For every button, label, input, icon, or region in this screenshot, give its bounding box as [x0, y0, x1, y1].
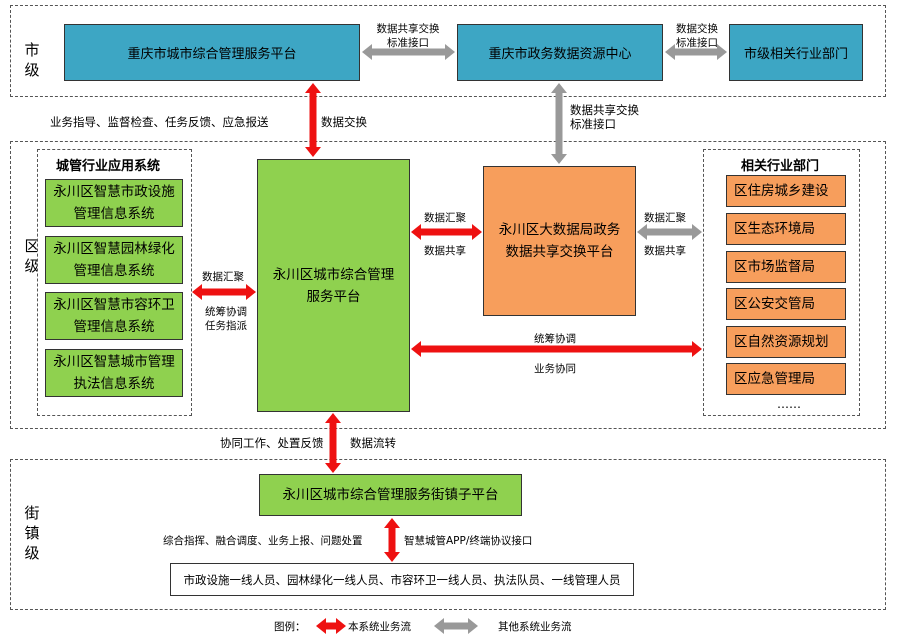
bigdata-link-top-label: 数据汇聚 [424, 212, 466, 224]
street-level-region [10, 459, 886, 610]
depts-link-top-label: 数据汇聚 [644, 212, 686, 224]
dept-box: 区自然资源规划 [726, 326, 846, 358]
city-level-label: 市级 [24, 41, 40, 79]
bigdata-platform-box: 永川区大数据局政务数据共享交换平台 [483, 166, 636, 316]
dept-box: 区公安交管局 [726, 288, 846, 320]
street-subplatform-box: 永川区城市综合管理服务街镇子平台 [259, 474, 522, 516]
app-system-box: 永川区智慧城市管理执法信息系统 [45, 349, 183, 397]
long-link-bottom-label: 业务协同 [534, 363, 576, 375]
depts-more: …… [777, 397, 801, 411]
platform-depts-arrow [411, 341, 702, 357]
datacenter-bigdata-arrow [551, 83, 567, 164]
long-link-top-label: 统筹协调 [534, 333, 576, 345]
street-staff-arrow [384, 518, 400, 562]
district-platform-box: 永川区城市综合管理服务平台 [257, 159, 410, 412]
district-street-arrow [325, 413, 341, 473]
gray-interface-label: 数据共享交换标准接口 [570, 103, 639, 131]
street-left-label: 综合指挥、融合调度、业务上报、问题处置 [163, 535, 363, 547]
district-level-label: 区级 [24, 237, 40, 275]
legend-label: 图例： [274, 621, 306, 633]
legend-gray-arrow [434, 618, 478, 634]
data-flow-label: 数据流转 [350, 436, 396, 450]
apps-link-bottom-label: 统筹协调任务指派 [205, 306, 247, 332]
city-exchange-arrow [362, 44, 455, 60]
data-exchange-label: 数据交换 [321, 115, 367, 129]
app-system-box: 永川区智慧市政设施管理信息系统 [45, 179, 183, 227]
apps-link-top-label: 数据汇聚 [202, 271, 244, 283]
city-level-region [10, 5, 886, 97]
dept-box: 区住房城乡建设 [726, 175, 846, 207]
depts-panel-title: 相关行业部门 [741, 159, 820, 174]
apps-platform-arrow [192, 284, 256, 300]
dept-box: 区生态环境局 [726, 213, 846, 245]
city-platform-box: 重庆市城市综合管理服务平台 [64, 24, 360, 81]
apps-panel-title: 城管行业应用系统 [56, 159, 161, 174]
depts-link-bottom-label: 数据共享 [644, 245, 686, 257]
district-level-region [10, 141, 886, 429]
street-right-label: 智慧城管APP/终端协议接口 [404, 535, 533, 547]
dept-box: 区市场监督局 [726, 251, 846, 283]
legend-gray-text: 其他系统业务流 [498, 621, 572, 633]
city-industry-box: 市级相关行业部门 [729, 24, 863, 81]
platform-bigdata-arrow [411, 224, 482, 240]
city-link2-label: 数据交换标准接口 [676, 23, 718, 49]
frontline-staff-box: 市政设施一线人员、园林绿化一线人员、市容环卫一线人员、执法队员、一线管理人员 [170, 563, 634, 596]
legend-red-arrow [316, 618, 346, 634]
city-district-arrow [305, 83, 321, 157]
street-level-label: 街镇级 [24, 504, 40, 562]
city-industry-arrow [665, 44, 727, 60]
data-resource-center-box: 重庆市政务数据资源中心 [457, 24, 663, 81]
city-link1-label: 数据共享交换标准接口 [376, 23, 440, 49]
dept-box: 区应急管理局 [726, 363, 846, 395]
guidance-label: 业务指导、监督检查、任务反馈、应急报送 [50, 115, 269, 129]
bigdata-link-bottom-label: 数据共享 [424, 245, 466, 257]
bigdata-depts-arrow [637, 224, 702, 240]
app-system-box: 永川区智慧市容环卫管理信息系统 [45, 292, 183, 340]
app-system-box: 永川区智慧园林绿化管理信息系统 [45, 236, 183, 284]
legend-red-text: 本系统业务流 [348, 621, 411, 633]
cooperation-label: 协同工作、处置反馈 [220, 436, 324, 450]
